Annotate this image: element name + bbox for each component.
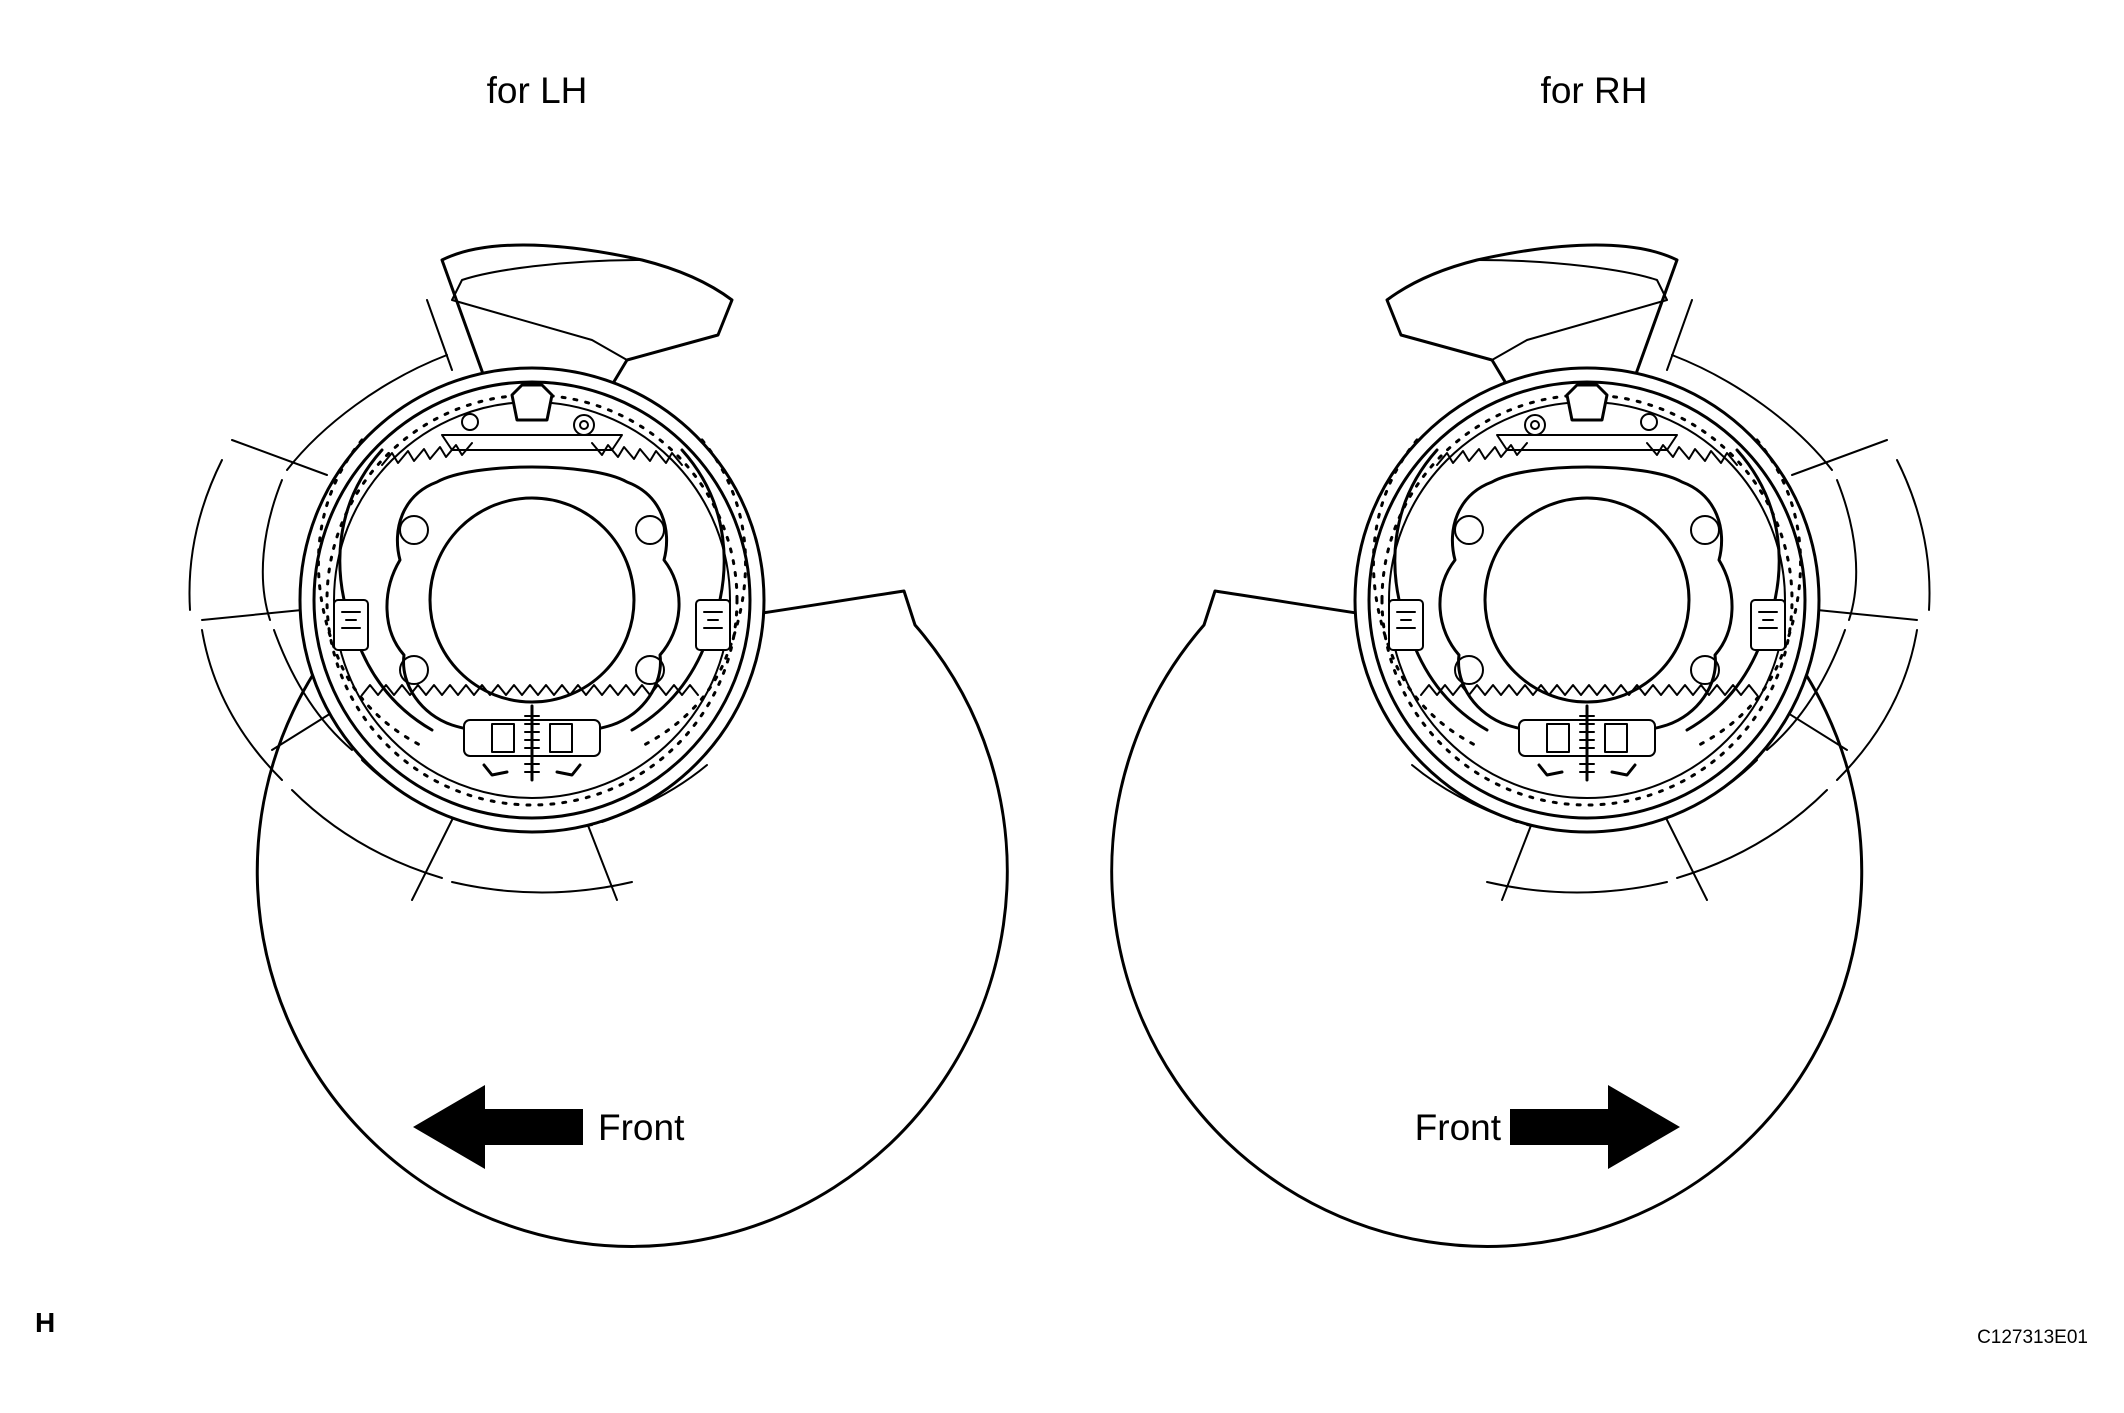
rh-title: for RH [1541, 70, 1648, 111]
lh-panel: for LH Front [187, 70, 1009, 1248]
rh-brake-assembly [1110, 243, 1932, 1248]
lh-brake-assembly [187, 243, 1009, 1248]
rh-panel: for RH Front [1110, 70, 1932, 1248]
lh-front-label: Front [598, 1107, 685, 1148]
lh-title: for LH [487, 70, 588, 111]
rh-front-label: Front [1415, 1107, 1502, 1148]
corner-tag: H [35, 1307, 55, 1338]
figure-code: C127313E01 [1977, 1327, 2088, 1348]
